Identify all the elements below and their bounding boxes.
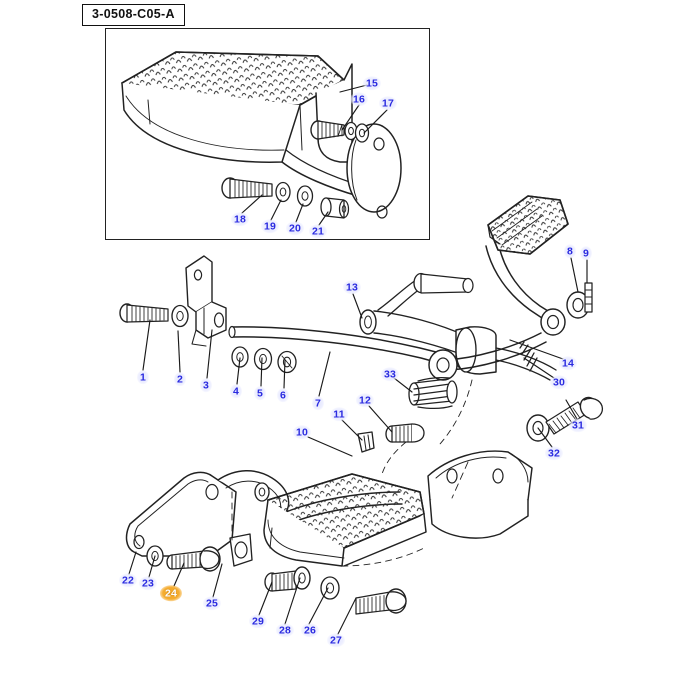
callout-10[interactable]: 10 — [292, 425, 312, 439]
callout-leader-12 — [368, 405, 393, 433]
callout-leader-2 — [177, 330, 181, 373]
callout-leader-3 — [206, 329, 213, 379]
callout-27[interactable]: 27 — [326, 633, 346, 647]
callout-1[interactable]: 1 — [136, 370, 150, 384]
callout-26[interactable]: 26 — [300, 623, 320, 637]
callout-3[interactable]: 3 — [199, 378, 213, 392]
callout-20[interactable]: 20 — [285, 221, 305, 235]
callout-leader-29 — [258, 581, 273, 616]
callout-leader-11 — [341, 419, 363, 441]
inset-upper-bolt — [310, 120, 370, 143]
callout-23[interactable]: 23 — [138, 576, 158, 590]
callout-leader-28 — [284, 577, 301, 625]
callout-leader-16 — [341, 104, 360, 131]
callout-leader-7 — [318, 351, 331, 397]
callout-leader-33 — [393, 377, 413, 393]
callout-17[interactable]: 17 — [378, 96, 398, 110]
callout-4[interactable]: 4 — [229, 384, 243, 398]
callout-16[interactable]: 16 — [349, 92, 369, 106]
callout-leader-19 — [270, 199, 282, 221]
callout-14[interactable]: 14 — [558, 356, 578, 370]
pedal-assembly — [428, 195, 593, 381]
callout-13[interactable]: 13 — [342, 280, 362, 294]
callout-21[interactable]: 21 — [308, 224, 328, 238]
callout-leader-30 — [523, 357, 555, 379]
callout-5[interactable]: 5 — [253, 386, 267, 400]
callout-leader-5 — [260, 357, 263, 387]
callout-leader-24 — [173, 562, 185, 587]
callout-leader-21 — [318, 211, 329, 226]
callout-8[interactable]: 8 — [563, 244, 577, 258]
callout-29[interactable]: 29 — [248, 614, 268, 628]
callout-24[interactable]: 24 — [159, 585, 183, 601]
lower-step-assembly — [125, 379, 604, 615]
callout-28[interactable]: 28 — [275, 623, 295, 637]
left-shaft-assembly — [119, 255, 453, 374]
callout-leader-15 — [339, 84, 368, 93]
callout-12[interactable]: 12 — [355, 393, 375, 407]
callout-leader-17 — [363, 109, 388, 134]
callout-31[interactable]: 31 — [568, 418, 588, 432]
callout-15[interactable]: 15 — [362, 76, 382, 90]
inset-fastener-row — [221, 177, 350, 219]
callout-leader-26 — [308, 587, 329, 625]
drawing-number-block: 3-0508-C05-A — [82, 4, 185, 26]
callout-leader-13 — [352, 293, 363, 319]
callout-25[interactable]: 25 — [202, 596, 222, 610]
callout-9[interactable]: 9 — [579, 246, 593, 260]
callout-19[interactable]: 19 — [260, 219, 280, 233]
callout-18[interactable]: 18 — [230, 212, 250, 226]
callout-leader-1 — [142, 319, 151, 371]
callout-leader-18 — [241, 194, 263, 214]
callout-leader-14 — [509, 339, 564, 360]
callout-11[interactable]: 11 — [330, 407, 348, 421]
callout-33[interactable]: 33 — [380, 367, 400, 381]
pivot-shaft-linkage — [359, 272, 557, 381]
callout-7[interactable]: 7 — [311, 396, 325, 410]
callout-leader-22 — [128, 551, 137, 575]
callout-leader-10 — [307, 436, 353, 457]
callout-leader-6 — [283, 359, 286, 389]
return-spring-group — [357, 377, 458, 453]
callout-leader-20 — [295, 203, 304, 223]
callout-leader-32 — [537, 427, 553, 448]
callout-leader-31 — [565, 399, 578, 420]
callout-leader-8 — [570, 257, 579, 293]
callout-leader-23 — [148, 555, 156, 578]
callout-32[interactable]: 32 — [544, 446, 564, 460]
callout-6[interactable]: 6 — [276, 388, 290, 402]
callout-22[interactable]: 22 — [118, 573, 138, 587]
callout-leader-4 — [236, 357, 241, 385]
inset-step-assembly — [121, 51, 402, 219]
callout-leader-27 — [337, 597, 357, 635]
callout-leader-25 — [212, 563, 223, 598]
callout-30[interactable]: 30 — [549, 375, 569, 389]
callout-2[interactable]: 2 — [173, 372, 187, 386]
